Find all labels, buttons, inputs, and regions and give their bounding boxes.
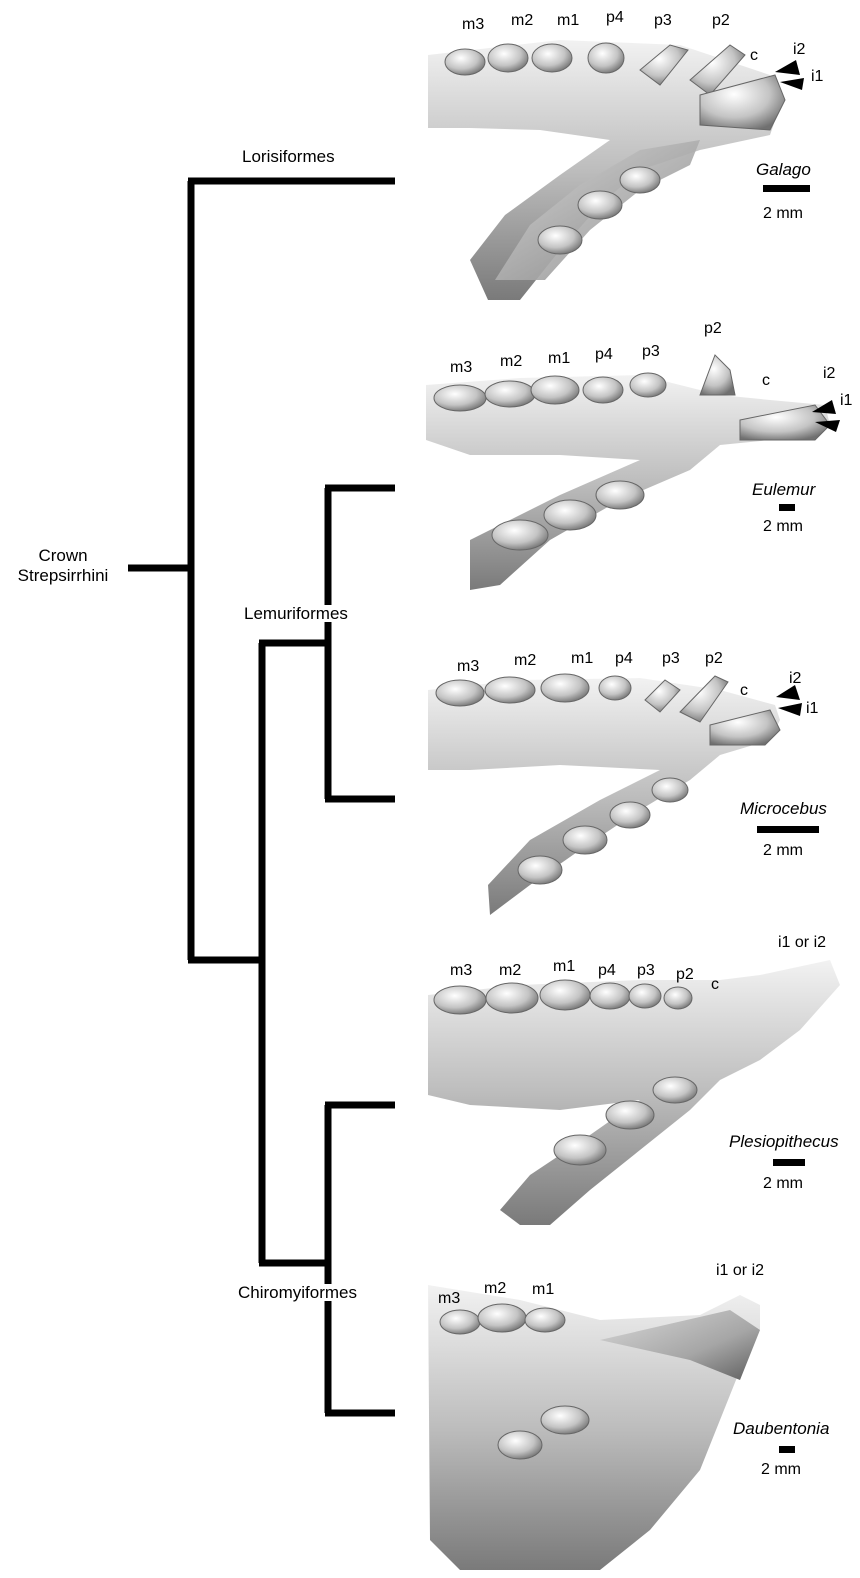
tooth-label: c [750, 48, 758, 64]
scale-bar [779, 504, 795, 511]
scale-label: 2 mm [763, 1176, 803, 1192]
jaw-image-daubentonia [428, 1285, 760, 1570]
tooth-label: c [740, 683, 748, 699]
tooth-label: m1 [532, 1282, 554, 1298]
tooth-label: m3 [457, 659, 479, 675]
tooth-label: p2 [712, 13, 730, 29]
clade-label-lemuriformes: Lemuriformes [242, 605, 350, 622]
tooth-label: i2 [793, 42, 805, 58]
scale-label: 2 mm [763, 519, 803, 535]
clade-label-chiromyiformes: Chiromyiformes [236, 1284, 359, 1301]
root-label: Crown Strepsirrhini [4, 546, 122, 586]
tooth-label: c [762, 373, 770, 389]
tooth-label: m2 [500, 354, 522, 370]
tooth-label: i1 or i2 [716, 1263, 764, 1279]
jaw-image-galago [428, 40, 804, 300]
clade-label-lorisiformes: Lorisiformes [240, 148, 337, 165]
tooth-label: m3 [450, 963, 472, 979]
scale-bar [757, 826, 819, 833]
genus-label: Plesiopithecus [729, 1133, 839, 1150]
tooth-label: m2 [514, 653, 536, 669]
genus-label: Microcebus [740, 800, 827, 817]
tooth-label: m1 [571, 651, 593, 667]
genus-label: Galago [756, 161, 811, 178]
jaw-image-eulemur [426, 355, 840, 590]
tooth-label: c [711, 977, 719, 993]
tooth-label: m3 [438, 1291, 460, 1307]
genus-label: Eulemur [752, 481, 815, 498]
jaw-image-microcebus [428, 674, 802, 915]
tooth-label: p4 [606, 10, 624, 26]
tooth-label: i1 [811, 69, 823, 85]
tooth-label: m1 [557, 13, 579, 29]
tooth-label: p3 [637, 963, 655, 979]
tooth-label: m1 [553, 959, 575, 975]
scale-label: 2 mm [763, 206, 803, 222]
tooth-label: i1 [806, 701, 818, 717]
scale-label: 2 mm [761, 1462, 801, 1478]
tooth-label: p2 [705, 651, 723, 667]
tooth-label: m3 [450, 360, 472, 376]
tooth-label: i2 [789, 671, 801, 687]
scale-label: 2 mm [763, 843, 803, 859]
tooth-label: m2 [511, 13, 533, 29]
tooth-label: p4 [615, 651, 633, 667]
tooth-label: p4 [595, 347, 613, 363]
tooth-label: p2 [676, 967, 694, 983]
tooth-label: p3 [654, 13, 672, 29]
tooth-label: p3 [662, 651, 680, 667]
tooth-label: m3 [462, 17, 484, 33]
tooth-label: i1 [840, 393, 852, 409]
tooth-label: m2 [484, 1281, 506, 1297]
tooth-label: m1 [548, 351, 570, 367]
tooth-label: p4 [598, 963, 616, 979]
scale-bar [779, 1446, 795, 1453]
scale-bar [773, 1159, 805, 1166]
tooth-label: p3 [642, 344, 660, 360]
tooth-label: p2 [704, 321, 722, 337]
tooth-label: i2 [823, 366, 835, 382]
cladogram [128, 181, 395, 1413]
scale-bar [763, 185, 810, 192]
tooth-label: i1 or i2 [778, 935, 826, 951]
genus-label: Daubentonia [733, 1420, 829, 1437]
tooth-label: m2 [499, 963, 521, 979]
